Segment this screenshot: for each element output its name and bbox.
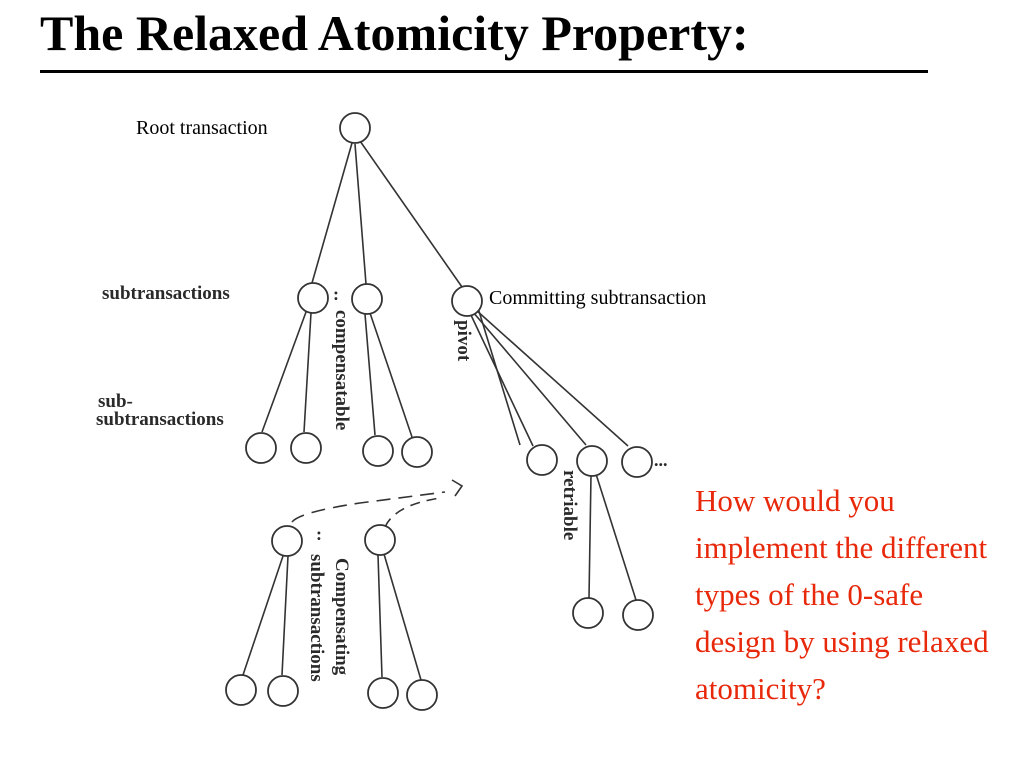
leaf-node	[362, 435, 394, 467]
tree-edges	[242, 140, 637, 681]
retriable-label: retriable	[559, 470, 580, 540]
edge-root-pivot	[359, 140, 463, 288]
subtransaction-node-2	[351, 283, 383, 315]
sub-subtransactions-label-line2: subtransactions	[96, 409, 224, 430]
ellipsis-retriable: ...	[654, 450, 668, 470]
leaf-node	[290, 432, 322, 464]
compensating-node-1	[271, 525, 303, 557]
edge-root-sub1	[311, 142, 353, 284]
compensating-label-line2: subtransactions	[306, 554, 327, 682]
leaf-node	[406, 679, 438, 711]
tree-nodes	[225, 112, 654, 711]
sub-subtransactions-label-line1: sub-	[98, 391, 133, 412]
edge-sub1-leaf2	[303, 312, 312, 433]
edge-pivot-extra	[477, 307, 521, 446]
compensation-dashed-arrow	[291, 491, 446, 523]
edge-root-sub2	[354, 143, 367, 285]
leaf-node	[367, 677, 399, 709]
leaf-node	[572, 597, 604, 629]
ellipsis-compensating: :	[316, 524, 322, 544]
retriable-node-2	[576, 445, 608, 477]
edge-r2-leaf2	[595, 473, 637, 601]
retriable-node-1	[526, 444, 558, 476]
leaf-node	[225, 674, 257, 706]
retriable-node-3	[621, 446, 653, 478]
edge-pivot-r1	[469, 312, 534, 447]
slide-title: The Relaxed Atomicity Property:	[40, 5, 749, 61]
edge-comp2-leaf3	[377, 554, 383, 678]
edge-pivot-r3	[475, 309, 629, 447]
edge-sub2-leaf4	[369, 312, 413, 438]
compensatable-label: compensatable	[331, 310, 352, 430]
title-underline	[40, 70, 928, 73]
pivot-label: pivot	[453, 320, 474, 362]
edge-sub1-leaf1	[261, 311, 307, 433]
compensating-node-2	[364, 524, 396, 556]
edge-comp1-leaf2	[281, 555, 289, 676]
root-transaction-label: Root transaction	[136, 117, 268, 139]
compensating-label-line1: Compensating	[331, 558, 352, 676]
leaf-node	[401, 436, 433, 468]
committing-subtransaction-label: Committing subtransaction	[489, 287, 706, 309]
edge-pivot-r2	[472, 311, 587, 446]
edge-comp1-leaf1	[242, 555, 284, 676]
compensation-dashed-arrow-2	[384, 497, 441, 528]
question-text: How would you implement the different ty…	[695, 483, 989, 706]
ellipsis-level1: :	[333, 284, 339, 304]
subtransaction-node-1	[297, 282, 329, 314]
subtransactions-label: subtransactions	[102, 283, 230, 304]
leaf-node	[622, 599, 654, 631]
leaf-node	[267, 675, 299, 707]
edge-r2-leaf1	[588, 474, 592, 599]
leaf-node	[245, 432, 277, 464]
pivot-node	[451, 285, 483, 317]
arrow-head	[451, 479, 464, 497]
edge-sub2-leaf3	[364, 313, 376, 436]
edge-comp2-leaf4	[383, 553, 422, 681]
root-node	[339, 112, 371, 144]
